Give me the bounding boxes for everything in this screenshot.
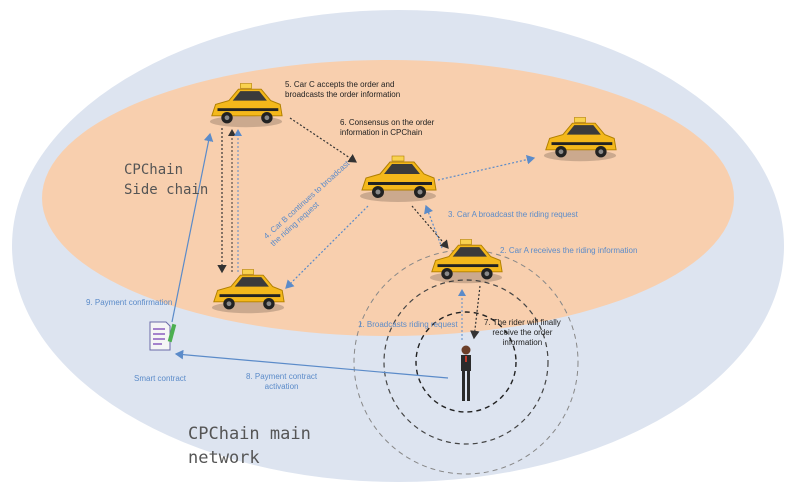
side-chain-title: CPChain Side chain <box>124 162 209 198</box>
step-6-label: 6. Consensus on the order information in… <box>340 118 435 137</box>
document-icon <box>149 321 177 351</box>
main-network-title: CPChain main network <box>188 424 311 468</box>
step-5-label: 5. Car C accepts the order and broadcast… <box>285 80 401 99</box>
person-icon <box>461 345 471 401</box>
step-2-label: 2. Car A receives the riding information <box>500 246 638 255</box>
step-9-label: 9. Payment confirmation <box>86 298 173 307</box>
step-3-label: 3. Car A broadcast the riding request <box>448 210 578 219</box>
step-7-label: 7. The rider will finally receive the or… <box>484 318 561 347</box>
smart-contract-label: Smart contract <box>134 374 187 383</box>
broadcast-range-circles <box>353 249 579 475</box>
step-1-label: 1. Broadcasts riding request <box>358 320 458 329</box>
flow-arrows <box>171 117 536 379</box>
step-8-label: 8. Payment contract activation <box>246 372 318 391</box>
